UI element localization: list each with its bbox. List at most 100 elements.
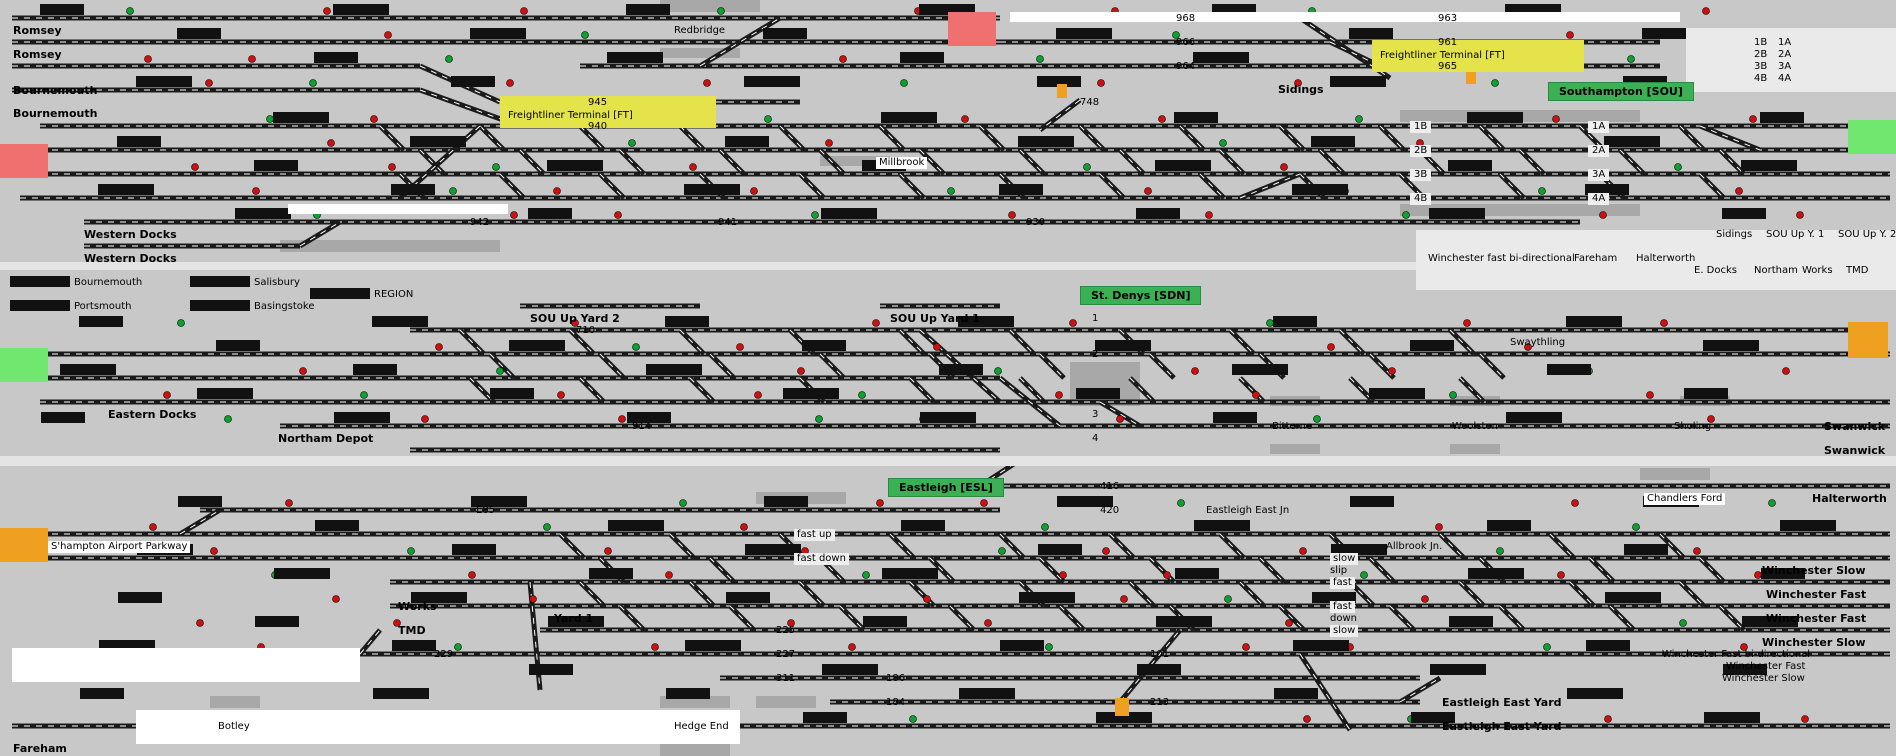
signal-green-icon[interactable] (1266, 319, 1274, 327)
berth-213[interactable]: 213 (1150, 697, 1170, 708)
train-describer-berth[interactable] (1057, 496, 1113, 507)
train-describer-berth[interactable] (1722, 208, 1766, 219)
button-sou-up-y1[interactable]: SOU Up Y. 1 (1766, 229, 1825, 240)
signal-green-icon[interactable] (407, 547, 415, 555)
train-describer-berth[interactable] (1505, 4, 1561, 15)
signal-green-icon[interactable] (1041, 523, 1049, 531)
entry-marker-orange-left[interactable] (0, 528, 48, 562)
train-describer-berth[interactable] (999, 184, 1043, 195)
train-describer-berth[interactable] (1156, 616, 1212, 627)
signal-red-icon[interactable] (1796, 211, 1804, 219)
train-describer-berth[interactable] (745, 544, 801, 555)
berth-748[interactable]: 748 (1080, 97, 1100, 108)
signal-red-icon[interactable] (388, 163, 396, 171)
train-describer-berth[interactable] (685, 640, 741, 651)
signal-green-icon[interactable] (1313, 415, 1321, 423)
signal-red-icon[interactable] (1158, 115, 1166, 123)
train-describer-berth[interactable] (1292, 184, 1348, 195)
signal-red-icon[interactable] (1552, 115, 1560, 123)
train-describer-berth[interactable] (1684, 388, 1728, 399)
signal-green-icon[interactable] (628, 139, 636, 147)
signal-red-icon[interactable] (1707, 415, 1715, 423)
region-salisbury[interactable]: Salisbury (254, 277, 300, 288)
signal-red-icon[interactable] (618, 415, 626, 423)
signal-red-icon[interactable] (1571, 499, 1579, 507)
signal-red-icon[interactable] (1055, 391, 1063, 399)
signal-red-icon[interactable] (248, 55, 256, 63)
train-describer-berth[interactable] (1624, 544, 1668, 555)
signal-green-icon[interactable] (1674, 163, 1682, 171)
train-describer-berth[interactable] (273, 112, 329, 123)
signal-green-icon[interactable] (1224, 595, 1232, 603)
train-describer-berth[interactable] (451, 76, 495, 87)
signal-red-icon[interactable] (1702, 7, 1710, 15)
signal-red-icon[interactable] (299, 367, 307, 375)
signal-red-icon[interactable] (323, 7, 331, 15)
signal-red-icon[interactable] (327, 139, 335, 147)
signal-red-icon[interactable] (520, 7, 528, 15)
train-describer-berth[interactable] (1547, 364, 1591, 375)
train-describer-berth[interactable] (726, 592, 770, 603)
train-describer-berth[interactable] (216, 340, 260, 351)
train-describer-berth[interactable] (1076, 388, 1120, 399)
train-describer-berth[interactable] (274, 568, 330, 579)
station-eastleigh[interactable]: Eastleigh [ESL] (888, 478, 1004, 497)
signal-green-icon[interactable] (309, 79, 317, 87)
signal-red-icon[interactable] (876, 499, 884, 507)
train-describer-berth[interactable] (939, 364, 983, 375)
train-describer-berth[interactable] (1350, 496, 1394, 507)
train-describer-berth[interactable] (1605, 592, 1661, 603)
train-describer-berth[interactable] (353, 364, 397, 375)
signal-red-icon[interactable] (1463, 319, 1471, 327)
signal-red-icon[interactable] (1303, 715, 1311, 723)
signal-red-icon[interactable] (980, 499, 988, 507)
berth-968[interactable]: 968 (1176, 13, 1196, 24)
train-describer-berth[interactable] (1566, 316, 1622, 327)
train-describer-berth[interactable] (1194, 520, 1250, 531)
train-describer-berth[interactable] (1760, 112, 1804, 123)
signal-green-icon[interactable] (1083, 163, 1091, 171)
berth-311[interactable]: 311 (776, 673, 796, 684)
signal-red-icon[interactable] (740, 523, 748, 531)
train-describer-berth[interactable] (10, 300, 70, 311)
signal-green-icon[interactable] (811, 211, 819, 219)
signal-green-icon[interactable] (1491, 79, 1499, 87)
train-describer-berth[interactable] (1468, 568, 1524, 579)
train-describer-berth[interactable] (1448, 160, 1492, 171)
signal-green-icon[interactable] (266, 115, 274, 123)
train-describer-berth[interactable] (79, 316, 123, 327)
train-describer-berth[interactable] (254, 160, 298, 171)
train-describer-berth[interactable] (177, 28, 221, 39)
train-describer-berth[interactable] (1232, 364, 1288, 375)
train-describer-berth[interactable] (117, 136, 161, 147)
train-describer-berth[interactable] (411, 592, 467, 603)
train-describer-berth[interactable] (1137, 664, 1181, 675)
signal-red-icon[interactable] (571, 319, 579, 327)
train-describer-berth[interactable] (1273, 316, 1317, 327)
signal-red-icon[interactable] (736, 343, 744, 351)
berth-964[interactable]: 964 (1176, 61, 1196, 72)
signal-red-icon[interactable] (1205, 211, 1213, 219)
signal-green-icon[interactable] (717, 7, 725, 15)
signal-green-icon[interactable] (1496, 547, 1504, 555)
train-describer-berth[interactable] (1430, 664, 1486, 675)
train-describer-berth[interactable] (1410, 340, 1454, 351)
signal-red-icon[interactable] (1421, 595, 1429, 603)
train-describer-berth[interactable] (1642, 28, 1698, 39)
train-describer-berth[interactable] (1623, 76, 1667, 87)
signal-green-icon[interactable] (1177, 499, 1185, 507)
train-describer-berth[interactable] (190, 276, 250, 287)
signal-red-icon[interactable] (1388, 367, 1396, 375)
train-describer-berth[interactable] (470, 28, 526, 39)
signal-red-icon[interactable] (754, 391, 762, 399)
train-describer-berth[interactable] (60, 364, 116, 375)
signal-red-icon[interactable] (163, 391, 171, 399)
signal-green-icon[interactable] (1355, 115, 1363, 123)
signal-red-icon[interactable] (1749, 115, 1757, 123)
signal-green-icon[interactable] (1543, 643, 1551, 651)
button-tmd[interactable]: TMD (1846, 265, 1869, 276)
signal-red-icon[interactable] (787, 619, 795, 627)
train-describer-berth[interactable] (1056, 28, 1112, 39)
train-describer-berth[interactable] (190, 300, 250, 311)
signal-green-icon[interactable] (1632, 523, 1640, 531)
